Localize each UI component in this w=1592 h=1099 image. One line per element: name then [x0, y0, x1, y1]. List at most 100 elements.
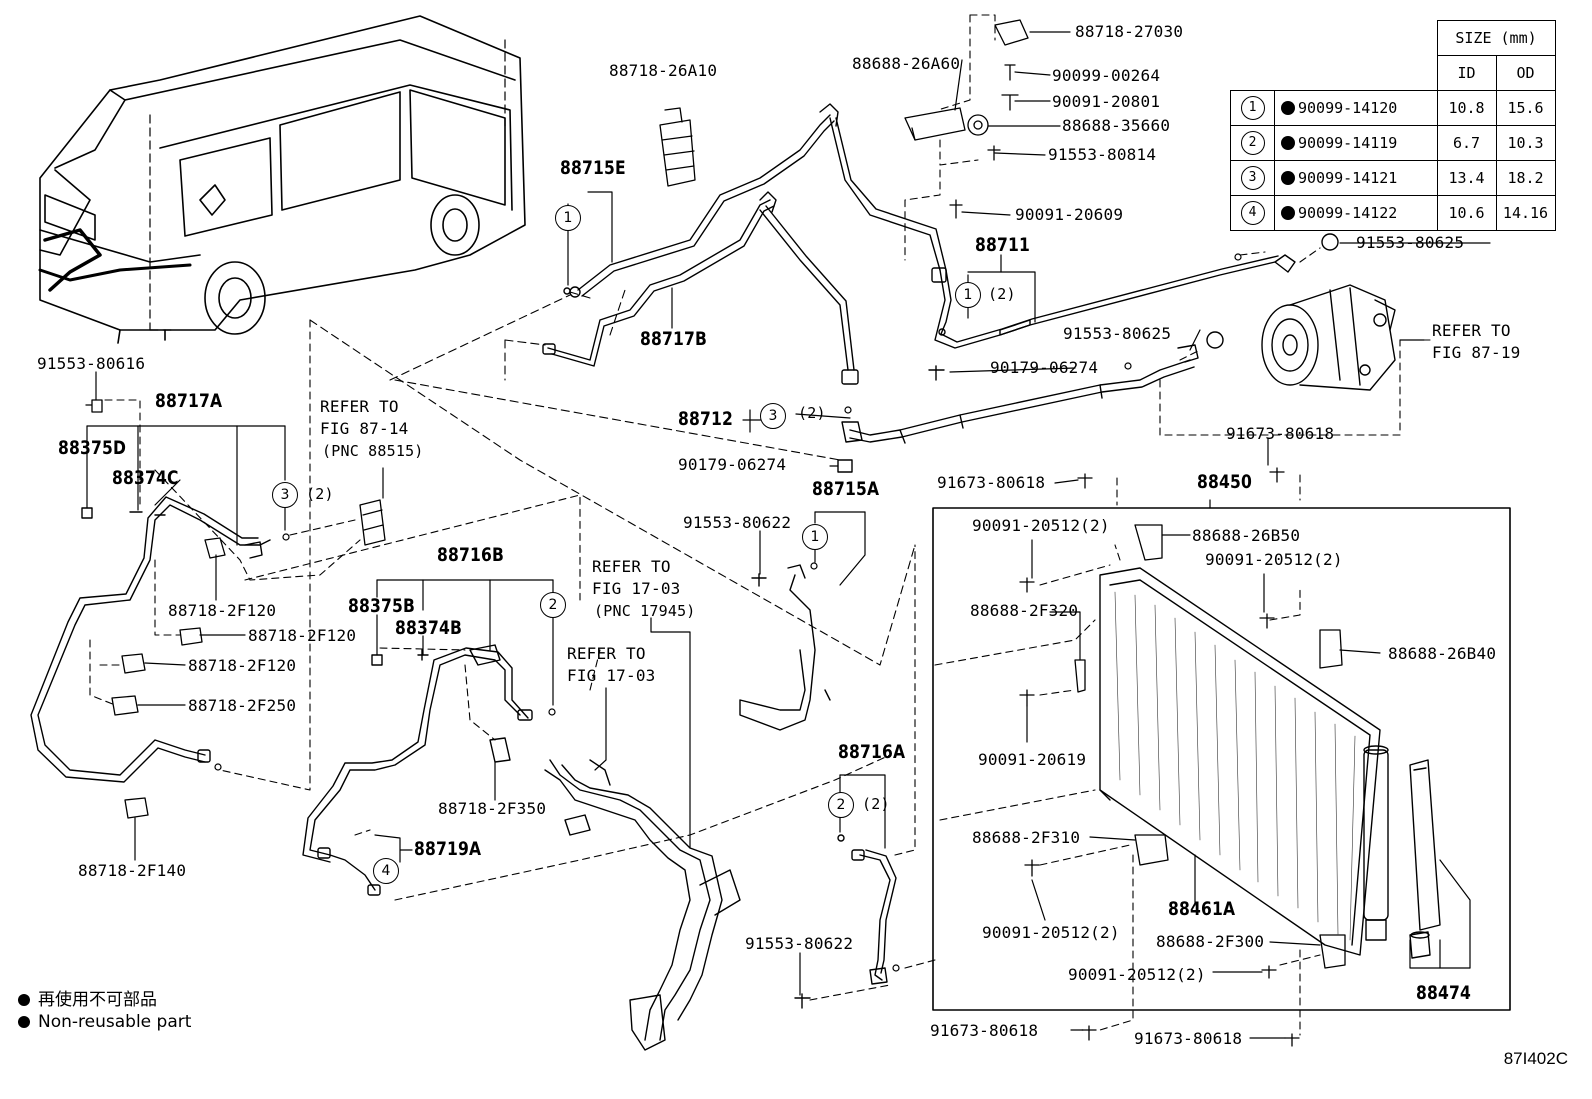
label-88375D: 88375D: [58, 437, 127, 459]
label-88375B: 88375B: [348, 595, 416, 617]
row-id: 13.4: [1436, 160, 1497, 196]
row-number: 3: [1240, 166, 1265, 190]
label-refer-17-03-c: (PNC 17945): [594, 602, 696, 620]
dash-compressor: [1159, 247, 1431, 436]
label-88474: 88474: [1416, 982, 1472, 1004]
callout-4-88719A: 4: [373, 858, 399, 884]
non-reusable-dot-icon: [1281, 206, 1295, 220]
o-rings: [214, 253, 1242, 972]
non-reusable-dot-icon: [18, 994, 30, 1006]
label-88715E: 88715E: [560, 157, 626, 179]
callout-1-88715E: 1: [555, 205, 581, 231]
hose-88711: [928, 233, 1339, 381]
pipe-88717A: [30, 496, 271, 783]
clamp-88718-26A10: [659, 107, 696, 187]
label-88712-qty: (2): [798, 404, 826, 422]
van-dashed-outline: [149, 39, 506, 331]
label-88688-35660: 88688-35660: [1062, 116, 1171, 135]
label-88717A: 88717A: [155, 390, 223, 412]
dash-left: [89, 319, 361, 791]
callout-2-88716B: 2: [540, 592, 566, 618]
label-90179-06274-top: 90179-06274: [990, 358, 1099, 377]
dash-condenser: [934, 474, 1321, 1036]
leader-lines: [86, 31, 1491, 1039]
size-table: SIZE (mm) ID OD 1 90099-14120 10.8 15.6 …: [1230, 20, 1556, 231]
label-refer-17-03-d: REFER TO: [567, 644, 646, 663]
row-number: 4: [1240, 201, 1265, 225]
label-88718-2F140: 88718-2F140: [78, 861, 187, 880]
label-90091-20512-a: 90091-20512(2): [972, 516, 1110, 535]
label-88688-26A60: 88688-26A60: [852, 54, 961, 73]
table-row: 2 90099-14119 6.7 10.3: [1230, 125, 1556, 161]
non-reusable-dot-icon: [1281, 136, 1295, 150]
label-88688-26B40: 88688-26B40: [1388, 644, 1497, 663]
pipe-88715E: [563, 103, 839, 298]
clamps-left: [85, 399, 226, 819]
non-reusable-dot-icon: [1281, 101, 1295, 115]
row-number: 1: [1240, 96, 1265, 120]
non-reusable-dot-icon: [18, 1016, 30, 1028]
pipe-88716A: [794, 834, 897, 1009]
size-header: SIZE (mm): [1436, 20, 1556, 56]
non-reusable-dot-icon: [1281, 171, 1295, 185]
van-illustration: [38, 15, 526, 344]
callout-1-88715A: 1: [802, 524, 828, 550]
label-88717B: 88717B: [640, 328, 708, 350]
label-88374B: 88374B: [395, 617, 463, 639]
hose-88712: [837, 331, 1224, 473]
table-row: 4 90099-14122 10.6 14.16: [1230, 195, 1556, 231]
size-table-subheader-row: ID OD: [1231, 55, 1556, 91]
label-refer-87-19-b: FIG 87-19: [1432, 343, 1521, 362]
label-refer-87-14-c: (PNC 88515): [322, 442, 424, 460]
label-88712: 88712: [678, 408, 734, 430]
compressor: [1261, 284, 1396, 391]
bracket-88688-26A60: [904, 19, 1029, 219]
label-refer-17-03-a: REFER TO: [592, 557, 671, 576]
label-refer-87-14-b: FIG 87-14: [320, 419, 409, 438]
label-refer-17-03-e: FIG 17-03: [567, 666, 656, 685]
row-od: 15.6: [1495, 90, 1556, 126]
label-91553-80625-top: 91553-80625: [1356, 233, 1465, 252]
label-90099-00264: 90099-00264: [1052, 66, 1161, 85]
label-90091-20512-d: 90091-20512(2): [1068, 965, 1206, 984]
label-88450: 88450: [1197, 471, 1253, 493]
dash-center: [309, 289, 916, 666]
label-91553-80616: 91553-80616: [37, 354, 146, 373]
bracket-17945: [544, 759, 741, 1051]
legend-jp-text: 再使用不可部品: [38, 990, 157, 1010]
label-88711: 88711: [975, 234, 1031, 256]
label-91673-80618-b: 91673-80618: [937, 473, 1046, 492]
row-od: 18.2: [1495, 160, 1556, 196]
label-91553-80814: 91553-80814: [1048, 145, 1157, 164]
label-90091-20801: 90091-20801: [1052, 92, 1161, 111]
label-90091-20619: 90091-20619: [978, 750, 1087, 769]
label-88715A: 88715A: [812, 478, 880, 500]
callout-3-88717A: 3: [272, 482, 298, 508]
dash-88716B: [244, 494, 891, 901]
row-part: 90099-14119: [1298, 134, 1398, 152]
condenser: [1099, 567, 1389, 956]
label-88688-26B50: 88688-26B50: [1192, 526, 1301, 545]
label-refer-87-14-a: REFER TO: [320, 397, 399, 416]
label-88718-26A10: 88718-26A10: [609, 61, 718, 80]
label-88718-2F350: 88718-2F350: [438, 799, 547, 818]
label-88718-2F120-b: 88718-2F120: [248, 626, 357, 645]
condenser-frame: [932, 507, 1511, 1011]
label-91553-80622-a: 91553-80622: [683, 513, 792, 532]
label-refer-17-03-b: FIG 17-03: [592, 579, 681, 598]
pipe-88715A: [739, 564, 831, 731]
label-91673-80618-c: 91673-80618: [930, 1021, 1039, 1040]
row-od: 14.16: [1495, 195, 1556, 231]
label-88718-2F250: 88718-2F250: [188, 696, 297, 715]
dash-top-right: [904, 14, 996, 261]
receiver-88474: [1409, 759, 1441, 959]
label-91553-80625-mid: 91553-80625: [1063, 324, 1172, 343]
label-88374C: 88374C: [112, 467, 179, 489]
row-number: 2: [1240, 131, 1265, 155]
label-88716B: 88716B: [437, 544, 505, 566]
figure-code: 87I402C: [1503, 1049, 1568, 1068]
row-od: 10.3: [1495, 125, 1556, 161]
legend-en-text: Non-reusable part: [38, 1012, 192, 1032]
legend-jp: 再使用不可部品: [18, 985, 157, 1010]
label-90179-06274-mid: 90179-06274: [678, 455, 787, 474]
